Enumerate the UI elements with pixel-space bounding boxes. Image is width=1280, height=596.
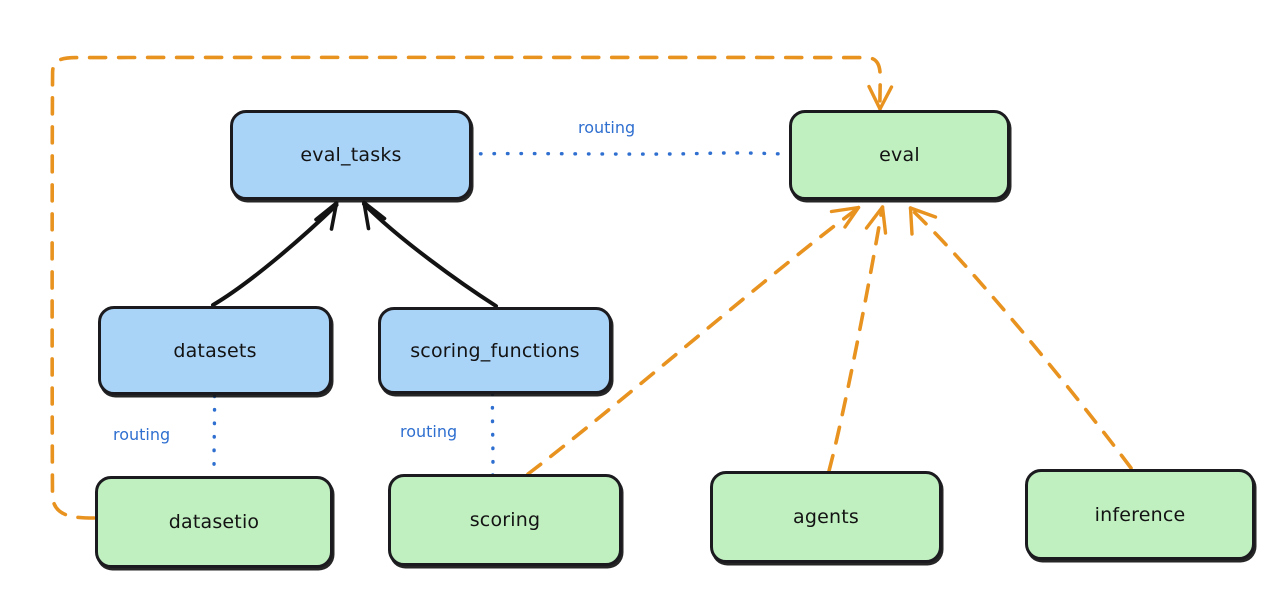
node-eval-tasks[interactable]: eval_tasks	[230, 110, 472, 200]
node-label: eval	[879, 144, 920, 166]
edge-label-routing-eval-tasks-eval: routing	[578, 118, 636, 137]
node-eval[interactable]: eval	[789, 110, 1010, 200]
node-label: datasetio	[168, 511, 260, 533]
edge-datasets-to-eval_tasks	[211, 201, 339, 307]
node-scoring-functions[interactable]: scoring_functions	[378, 307, 612, 394]
node-label: scoring_functions	[410, 339, 580, 362]
edge-label-routing-scoring-functions-scoring: routing	[400, 422, 458, 441]
edge-datasets-to-datasetio	[212, 394, 217, 478]
edge-scoring_functions-to-eval_tasks	[362, 200, 498, 308]
node-label: agents	[793, 506, 859, 528]
node-datasetio[interactable]: datasetio	[95, 476, 333, 568]
edge-eval_tasks-to-eval	[465, 151, 790, 156]
edge-agents-to-eval	[827, 205, 888, 473]
edge-inference-to-eval	[908, 206, 1133, 470]
node-scoring[interactable]: scoring	[388, 474, 622, 566]
edge-label-routing-datasets-datasetio: routing	[113, 425, 171, 444]
node-label: scoring	[469, 509, 541, 531]
node-label: datasets	[173, 339, 257, 362]
node-agents[interactable]: agents	[710, 471, 942, 563]
node-label: inference	[1094, 503, 1186, 526]
edge-scoring_functions-to-scoring	[490, 392, 495, 477]
node-label: eval_tasks	[300, 144, 402, 166]
node-datasets[interactable]: datasets	[98, 306, 332, 395]
node-inference[interactable]: inference	[1025, 469, 1255, 560]
